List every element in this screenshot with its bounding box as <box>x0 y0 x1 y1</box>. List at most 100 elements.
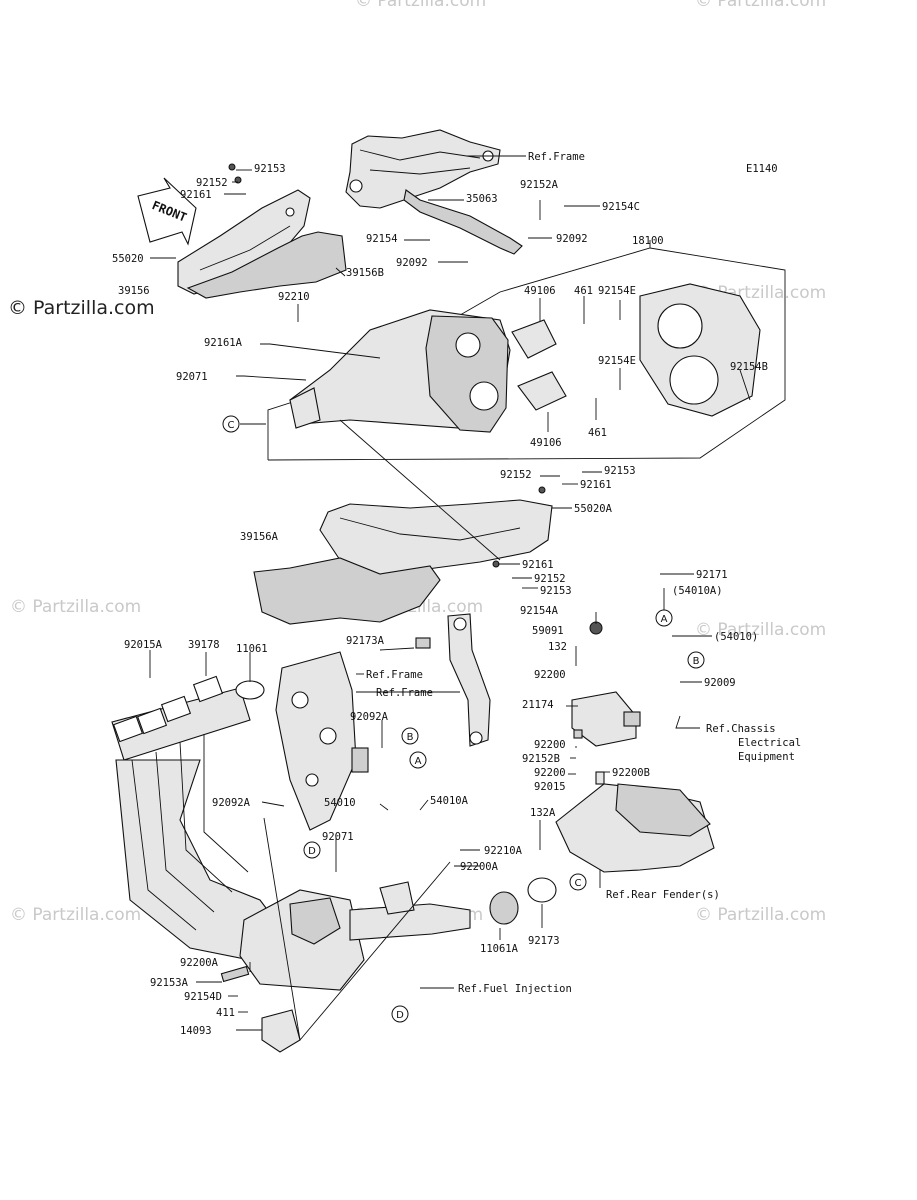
part-label[interactable]: 92161A <box>204 337 243 349</box>
part-label[interactable]: 92173 <box>528 935 560 947</box>
watermark: © Partzilla.com <box>695 0 826 11</box>
part-label[interactable]: 54010A <box>430 795 469 807</box>
front-arrow-icon: FRONT <box>137 177 197 246</box>
part-label[interactable]: 92153 <box>540 585 572 597</box>
svg-text:D: D <box>396 1010 404 1021</box>
part-label[interactable]: (54010) <box>714 631 758 643</box>
part-label[interactable]: 92173A <box>346 635 385 647</box>
callout-B-mid: B <box>401 727 419 745</box>
part-label[interactable]: 92154D <box>184 991 222 1003</box>
part-label[interactable]: 92200 <box>534 767 566 779</box>
part-label[interactable]: 49106 <box>524 285 556 297</box>
callout-D-bottom: D <box>391 1005 409 1023</box>
part-label[interactable]: 39156 <box>118 285 150 297</box>
ref-chassis-2[interactable]: Electrical <box>738 737 801 749</box>
part-label[interactable]: 92200A <box>180 957 219 969</box>
part-label[interactable]: 11061 <box>236 643 268 655</box>
part-label[interactable]: 92092A <box>350 711 389 723</box>
ref-fuel-injection[interactable]: Ref.Fuel Injection <box>458 983 572 995</box>
callout-C-bottom: C <box>569 873 587 891</box>
part-label[interactable]: 92200B <box>612 767 650 779</box>
part-label[interactable]: 92171 <box>696 569 728 581</box>
part-label[interactable]: 39156B <box>346 267 384 279</box>
diagram-code: E1140 <box>746 163 778 175</box>
ref-rear-fender[interactable]: Ref.Rear Fender(s) <box>606 889 720 901</box>
part-label[interactable]: 92015A <box>124 639 163 651</box>
part-label[interactable]: 92092A <box>212 797 251 809</box>
svg-text:B: B <box>693 656 700 667</box>
watermark: © Partzilla.com <box>10 905 141 925</box>
ref-chassis[interactable]: Ref.Chassis <box>706 723 776 735</box>
part-label[interactable]: 92092 <box>396 257 428 269</box>
ref-frame-mid[interactable]: Ref.Frame <box>366 669 423 681</box>
part-label[interactable]: 92210A <box>484 845 523 857</box>
part-label[interactable]: 132 <box>548 641 567 653</box>
part-label[interactable]: 461 <box>588 427 607 439</box>
part-label[interactable]: 92154E <box>598 285 636 297</box>
part-label[interactable]: 92153 <box>604 465 636 477</box>
part-label[interactable]: 18100 <box>632 235 664 247</box>
callout-D-mid: D <box>303 841 321 859</box>
muffler-box-drawing <box>267 247 786 461</box>
watermark-dark: © Partzilla.com <box>8 297 155 319</box>
part-label[interactable]: 92200 <box>534 739 566 751</box>
callout-B-top: B <box>687 651 705 669</box>
svg-text:A: A <box>661 614 668 625</box>
part-label[interactable]: 461 <box>574 285 593 297</box>
watermark: © Partzilla.com <box>695 620 826 640</box>
part-label[interactable]: 92154A <box>520 605 559 617</box>
part-label[interactable]: 59091 <box>532 625 564 637</box>
part-label[interactable]: 92161 <box>180 189 212 201</box>
watermark: © Partzilla.com <box>10 597 141 617</box>
part-label[interactable]: 132A <box>530 807 556 819</box>
part-label[interactable]: 92092 <box>556 233 588 245</box>
silencer-drawing <box>220 877 557 1053</box>
part-label[interactable]: 92200A <box>460 861 499 873</box>
part-label[interactable]: 92154E <box>598 355 636 367</box>
part-label[interactable]: 92161 <box>580 479 612 491</box>
part-label[interactable]: 92152 <box>534 573 566 585</box>
callout-C-top: C <box>222 415 240 433</box>
part-label[interactable]: 92152 <box>196 177 228 189</box>
part-label[interactable]: 92161 <box>522 559 554 571</box>
part-label[interactable]: 411 <box>216 1007 235 1019</box>
part-label[interactable]: 92153A <box>150 977 189 989</box>
part-label[interactable]: 92154C <box>602 201 640 213</box>
ref-chassis-3[interactable]: Equipment <box>738 751 795 763</box>
leader-lines <box>149 155 751 1041</box>
part-label[interactable]: 92152A <box>520 179 559 191</box>
part-label[interactable]: 49106 <box>530 437 562 449</box>
part-label[interactable]: (54010A) <box>672 585 723 597</box>
part-label[interactable]: 92071 <box>322 831 354 843</box>
ref-frame-top[interactable]: Ref.Frame <box>528 151 585 163</box>
part-label[interactable]: 92200 <box>534 669 566 681</box>
part-label[interactable]: 39178 <box>188 639 220 651</box>
part-label[interactable]: 92153 <box>254 163 286 175</box>
part-label[interactable]: 92152B <box>522 753 560 765</box>
actuator-21174-drawing <box>571 621 641 785</box>
part-label[interactable]: 92071 <box>176 371 208 383</box>
cover-55020-drawing <box>177 163 347 299</box>
callout-A-mid: A <box>409 751 427 769</box>
part-label[interactable]: 11061A <box>480 943 519 955</box>
part-label[interactable]: 55020A <box>574 503 613 515</box>
part-label[interactable]: 92154 <box>366 233 398 245</box>
part-label[interactable]: 92210 <box>278 291 310 303</box>
part-label[interactable]: 55020 <box>112 253 144 265</box>
bracket-drawing <box>275 651 369 831</box>
part-labels: 92153 92152 92161 55020 39156 39156B 350… <box>112 163 768 1037</box>
ref-frame-mid-2[interactable]: Ref.Frame <box>376 687 433 699</box>
part-label[interactable]: 39156A <box>240 531 279 543</box>
part-label[interactable]: 35063 <box>466 193 498 205</box>
part-label[interactable]: 92152 <box>500 469 532 481</box>
watermark: © Partzilla.com <box>355 0 486 11</box>
part-label[interactable]: 92154B <box>730 361 768 373</box>
part-label[interactable]: 54010 <box>324 797 356 809</box>
part-label[interactable]: 21174 <box>522 699 554 711</box>
part-label[interactable]: 92015 <box>534 781 566 793</box>
part-label[interactable]: 14093 <box>180 1025 212 1037</box>
part-label[interactable]: 92009 <box>704 677 736 689</box>
callout-A-top: A <box>655 609 673 627</box>
svg-text:C: C <box>575 878 582 889</box>
